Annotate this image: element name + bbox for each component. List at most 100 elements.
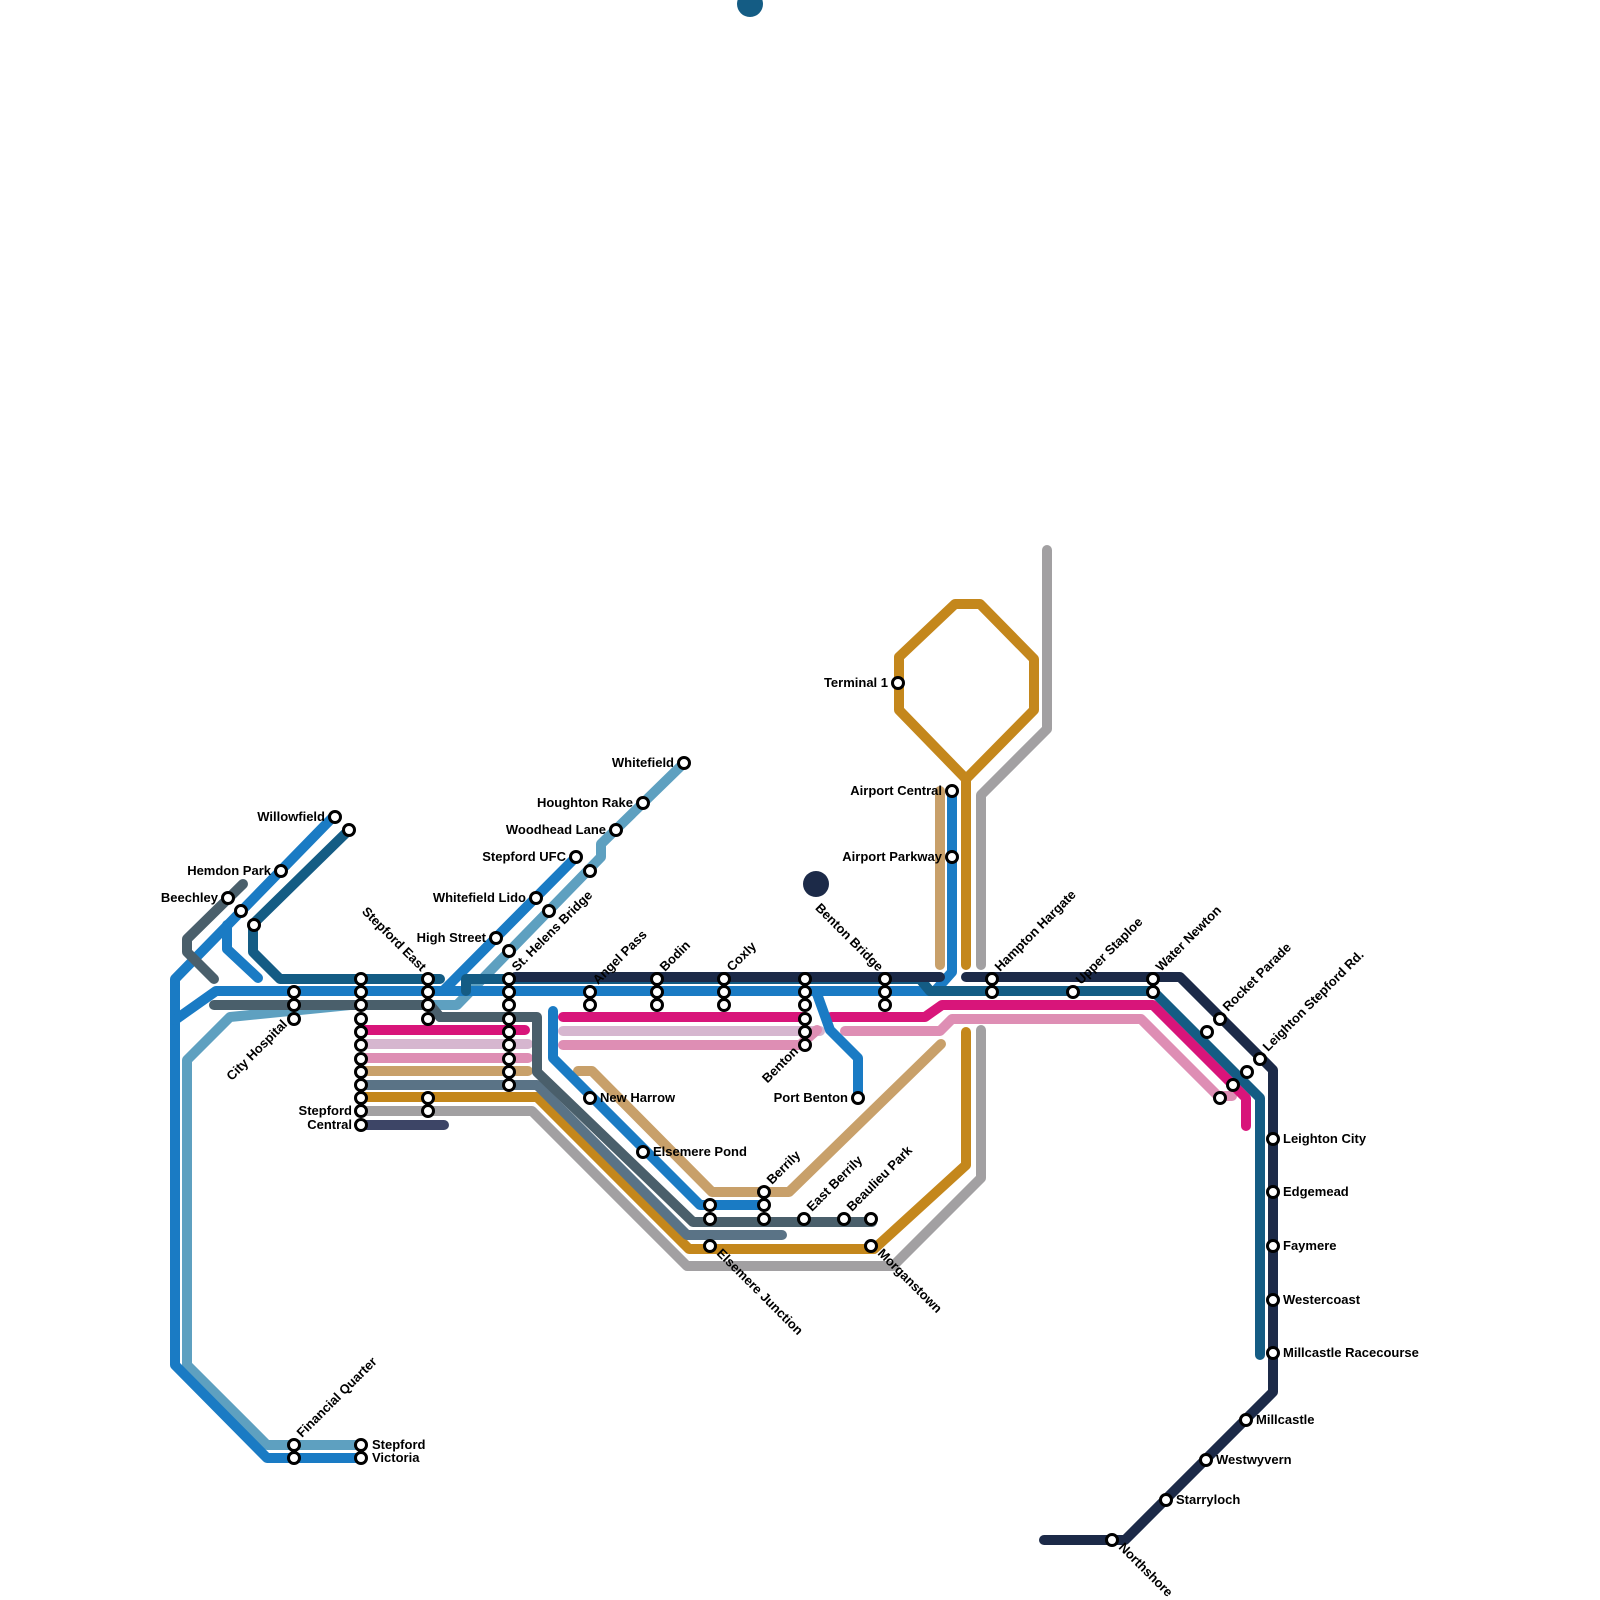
station-st-helens-bridge[interactable] [504, 1014, 515, 1025]
station-stepford-central[interactable] [356, 1080, 367, 1091]
station-stepford-central[interactable] [356, 1014, 367, 1025]
station-high-street-2[interactable] [504, 946, 515, 957]
station-water-newton-2[interactable] [1148, 987, 1159, 998]
station-st-helens-bridge[interactable] [504, 974, 515, 985]
station-stepford-east[interactable] [423, 1000, 434, 1011]
station-stepford-central[interactable] [356, 974, 367, 985]
station-rocket-parade[interactable] [1215, 1014, 1226, 1025]
station-coxly[interactable] [719, 1000, 730, 1011]
station-airport-central[interactable] [947, 786, 958, 797]
station-willowfield[interactable] [330, 812, 341, 823]
station-st-helens-bridge[interactable] [504, 1000, 515, 1011]
station-city-hospital-3[interactable] [289, 1014, 300, 1025]
station-stepford-ufc-2[interactable] [585, 866, 596, 877]
station-benton[interactable] [800, 1040, 811, 1051]
station-leighton-city[interactable] [1268, 1134, 1279, 1145]
station-stepford-east[interactable] [423, 1014, 434, 1025]
station-beaulieu-park-2[interactable] [866, 1214, 877, 1225]
station-stepford-central[interactable] [356, 1040, 367, 1051]
station-elsemere-junction[interactable] [705, 1200, 716, 1211]
station-stepford-central[interactable] [356, 1093, 367, 1104]
station-rocket-parade-2[interactable] [1202, 1027, 1213, 1038]
station-faymere[interactable] [1268, 1241, 1279, 1252]
station-leighton-stepford-rd[interactable] [1255, 1054, 1266, 1065]
station-beechley[interactable] [223, 893, 234, 904]
station-coxly[interactable] [719, 987, 730, 998]
station-stepford-central[interactable] [356, 1054, 367, 1065]
station-stepford-central[interactable] [356, 1106, 367, 1117]
station-angel-pass[interactable] [585, 1000, 596, 1011]
station-east-berrily[interactable] [799, 1214, 810, 1225]
station-st-helens-bridge[interactable] [504, 1027, 515, 1038]
station-stepford-victoria-2[interactable] [356, 1453, 367, 1464]
station-elsemere-junction[interactable] [705, 1241, 716, 1252]
station-angel-pass[interactable] [585, 987, 596, 998]
station-st-helens-bridge[interactable] [504, 1054, 515, 1065]
station-whitefield[interactable] [679, 758, 690, 769]
station-high-street[interactable] [491, 933, 502, 944]
station-coxly[interactable] [719, 974, 730, 985]
station-benton[interactable] [800, 974, 811, 985]
station-airport-parkway[interactable] [947, 852, 958, 863]
station-whitefield-lido-2[interactable] [544, 906, 555, 917]
station-stepford-east[interactable] [423, 987, 434, 998]
station-berrily[interactable] [759, 1214, 770, 1225]
station-st-helens-bridge[interactable] [504, 1040, 515, 1051]
station-benton-bridge[interactable] [880, 1000, 891, 1011]
station-morganstown[interactable] [866, 1241, 877, 1252]
station-stepford-central[interactable] [356, 1027, 367, 1038]
station-benton[interactable] [800, 1027, 811, 1038]
station-stepford-central[interactable] [356, 1000, 367, 1011]
station-millcastle[interactable] [1241, 1415, 1252, 1426]
station-stepford-east-south[interactable] [423, 1106, 434, 1117]
station-leighton-stepford-rd-4[interactable] [1215, 1093, 1226, 1104]
station-edgemead[interactable] [1268, 1187, 1279, 1198]
station-beechley-2[interactable] [236, 906, 247, 917]
station-houghton-rake[interactable] [638, 798, 649, 809]
station-bodin[interactable] [652, 1000, 663, 1011]
station-northshore[interactable] [1107, 1535, 1118, 1546]
station-starryloch[interactable] [1161, 1495, 1172, 1506]
station-bodin[interactable] [652, 974, 663, 985]
station-stepford-central[interactable] [356, 1067, 367, 1078]
station-st-helens-bridge[interactable] [504, 1067, 515, 1078]
station-hemdon-park[interactable] [276, 866, 287, 877]
station-st-helens-bridge[interactable] [504, 987, 515, 998]
station-new-harrow[interactable] [585, 1093, 596, 1104]
station-woodhead-lane[interactable] [611, 825, 622, 836]
station-st-helens-bridge[interactable] [504, 1080, 515, 1091]
station-leighton-stepford-rd-3[interactable] [1228, 1080, 1239, 1091]
station-hampton-hargate[interactable] [987, 974, 998, 985]
station-leighton-stepford-rd-2[interactable] [1242, 1067, 1253, 1078]
station-stepford-east-south[interactable] [423, 1093, 434, 1104]
station-financial-quarter[interactable] [289, 1440, 300, 1451]
station-city-hospital[interactable] [289, 987, 300, 998]
station-upper-staploe[interactable] [1068, 987, 1079, 998]
station-willowfield-2[interactable] [344, 825, 355, 836]
station-berrily[interactable] [759, 1187, 770, 1198]
station-financial-quarter-2[interactable] [289, 1453, 300, 1464]
station-stepford-central[interactable] [356, 987, 367, 998]
station-whitefield-lido[interactable] [531, 893, 542, 904]
station-water-newton[interactable] [1148, 974, 1159, 985]
station-benton[interactable] [800, 1000, 811, 1011]
station-elsemere-junction[interactable] [705, 1214, 716, 1225]
station-hampton-hargate-2[interactable] [987, 987, 998, 998]
station-benton-bridge[interactable] [880, 974, 891, 985]
station-stepford-central[interactable] [356, 1120, 367, 1131]
station-beechley-3[interactable] [249, 920, 260, 931]
station-millcastle-racecourse[interactable] [1268, 1348, 1279, 1359]
station-stepford-victoria[interactable] [356, 1440, 367, 1451]
station-westwyvern[interactable] [1201, 1455, 1212, 1466]
station-benton[interactable] [800, 1014, 811, 1025]
station-port-benton[interactable] [853, 1093, 864, 1104]
station-elsemere-pond[interactable] [638, 1147, 649, 1158]
station-benton-bridge[interactable] [880, 987, 891, 998]
station-berrily[interactable] [759, 1200, 770, 1211]
station-beaulieu-park[interactable] [839, 1214, 850, 1225]
station-stepford-east[interactable] [423, 974, 434, 985]
station-bodin[interactable] [652, 987, 663, 998]
station-benton[interactable] [800, 987, 811, 998]
station-stepford-ufc[interactable] [571, 852, 582, 863]
station-city-hospital-2[interactable] [289, 1000, 300, 1011]
